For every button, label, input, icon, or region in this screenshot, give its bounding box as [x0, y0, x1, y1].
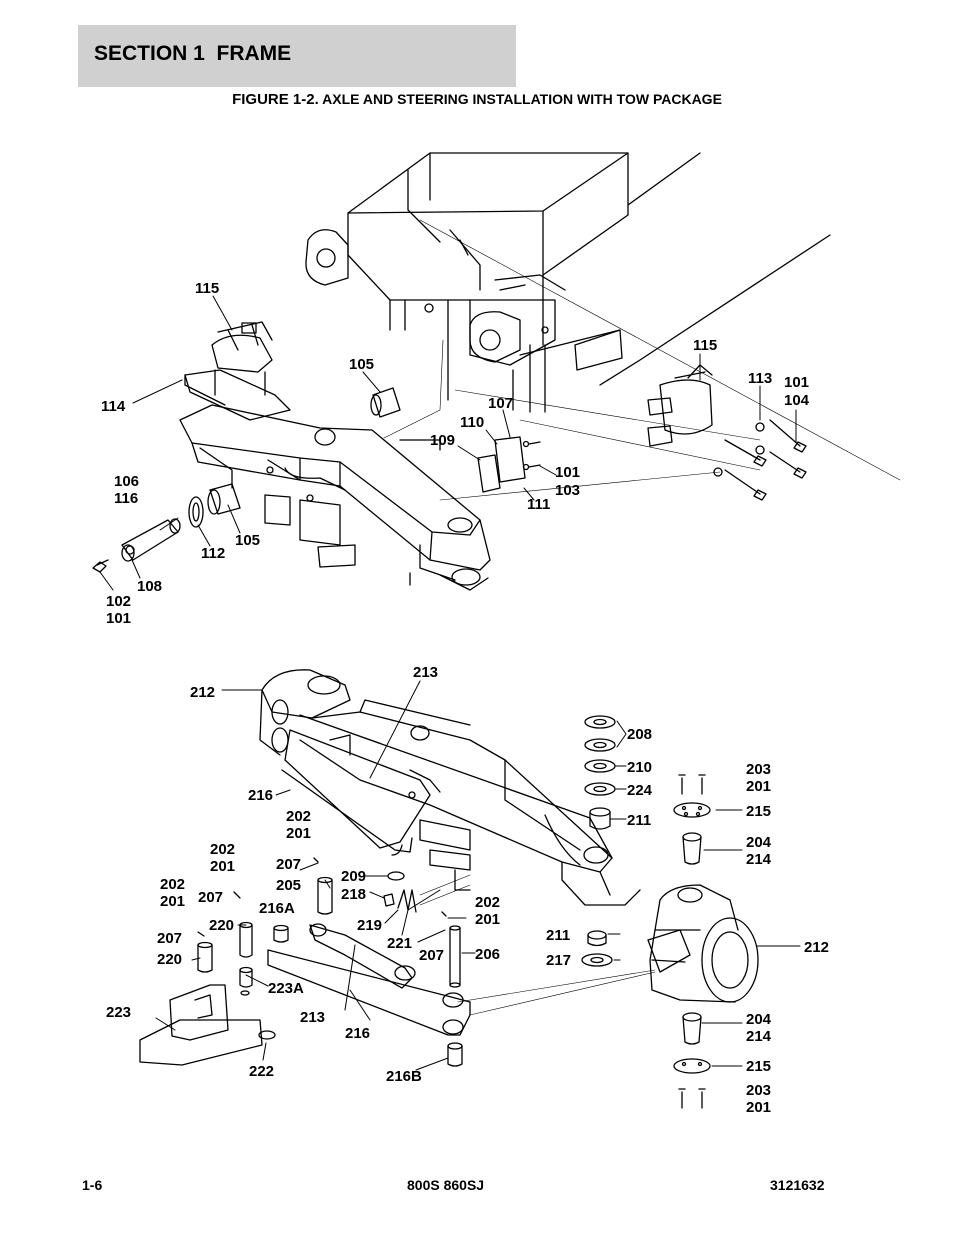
callout-203: 203: [746, 1082, 771, 1099]
section-banner: SECTION 1 FRAME: [78, 25, 516, 87]
callout-205: 205: [276, 877, 301, 894]
callout-115: 115: [693, 337, 717, 354]
callout-216: 216: [248, 787, 273, 804]
callout-218: 218: [341, 886, 366, 903]
callout-214: 214: [746, 851, 772, 868]
callout-201: 201: [746, 1099, 771, 1116]
callout-111: 111: [527, 496, 550, 513]
callout-220: 220: [209, 917, 234, 934]
callout-207: 207: [276, 856, 301, 873]
callout-209: 209: [341, 868, 366, 885]
callout-102: 102: [106, 593, 131, 610]
callout-107: 107: [488, 395, 513, 412]
callout-213: 213: [413, 664, 438, 681]
callout-222: 222: [249, 1063, 274, 1080]
callout-208: 208: [627, 726, 652, 743]
callout-106: 106: [114, 473, 139, 490]
callout-101: 101: [555, 464, 580, 481]
callout-104: 104: [784, 392, 810, 409]
upper-axle-drawing: [179, 321, 491, 591]
upper-hardware-drawing: [92, 219, 901, 573]
callout-211: 211: [546, 927, 570, 944]
callout-101: 101: [784, 374, 809, 391]
lower-hardware-drawing: [139, 715, 759, 1109]
callout-214: 214: [746, 1028, 772, 1045]
callout-116: 116: [114, 490, 138, 507]
figure-caption: AXLE AND STEERING INSTALLATION WITH TOW …: [322, 91, 722, 107]
callout-224: 224: [627, 782, 653, 799]
callout-105: 105: [235, 532, 260, 549]
callout-215: 215: [746, 1058, 771, 1075]
callout-115: 115: [195, 280, 219, 297]
callout-103: 103: [555, 482, 580, 499]
callout-201: 201: [475, 911, 500, 928]
callout-105: 105: [349, 356, 374, 373]
leader-lines: [99, 295, 801, 1071]
figure-title: FIGURE 1-2. AXLE AND STEERING INSTALLATI…: [0, 91, 954, 108]
callout-204: 204: [746, 1011, 772, 1028]
callout-101: 101: [106, 610, 131, 627]
callout-210: 210: [627, 759, 652, 776]
section-title: SECTION 1 FRAME: [94, 42, 292, 65]
callout-213: 213: [300, 1009, 325, 1026]
callout-204: 204: [746, 834, 772, 851]
callout-215: 215: [746, 803, 771, 820]
callout-201: 201: [160, 893, 185, 910]
callout-223A: 223A: [268, 980, 304, 997]
lower-axle-drawing: [259, 669, 641, 906]
callout-223: 223: [106, 1004, 131, 1021]
callout-207: 207: [157, 930, 182, 947]
callout-201: 201: [286, 825, 311, 842]
callout-110: 110: [460, 414, 484, 431]
callout-108: 108: [137, 578, 162, 595]
callout-216: 216: [345, 1025, 370, 1042]
callout-221: 221: [387, 935, 412, 952]
callout-114: 114: [101, 398, 126, 415]
callout-labels: 115 114 105 105 106 116 112 108 102 101 …: [101, 280, 829, 1116]
callout-220: 220: [157, 951, 182, 968]
callout-112: 112: [201, 545, 225, 562]
callout-219: 219: [357, 917, 382, 934]
figure-number: FIGURE 1-2.: [232, 91, 319, 108]
callout-212: 212: [190, 684, 215, 701]
callout-202: 202: [160, 876, 185, 893]
frame-drawing: [305, 152, 831, 413]
callout-211: 211: [627, 812, 651, 829]
callout-202: 202: [286, 808, 311, 825]
callout-201: 201: [746, 778, 771, 795]
callout-203: 203: [746, 761, 771, 778]
callout-109: 109: [430, 432, 455, 449]
page-number: 1-6: [82, 1177, 103, 1193]
callout-216B: 216B: [386, 1068, 422, 1085]
callout-217: 217: [546, 952, 571, 969]
callout-113: 113: [748, 370, 772, 387]
callout-206: 206: [475, 946, 500, 963]
callout-212: 212: [804, 939, 829, 956]
callout-216A: 216A: [259, 900, 295, 917]
callout-207: 207: [419, 947, 444, 964]
model-number: 800S 860SJ: [407, 1177, 485, 1193]
manual-part-number: 3121632: [770, 1177, 825, 1193]
callout-207: 207: [198, 889, 223, 906]
callout-201: 201: [210, 858, 235, 875]
callout-202: 202: [210, 841, 235, 858]
callout-202: 202: [475, 894, 500, 911]
